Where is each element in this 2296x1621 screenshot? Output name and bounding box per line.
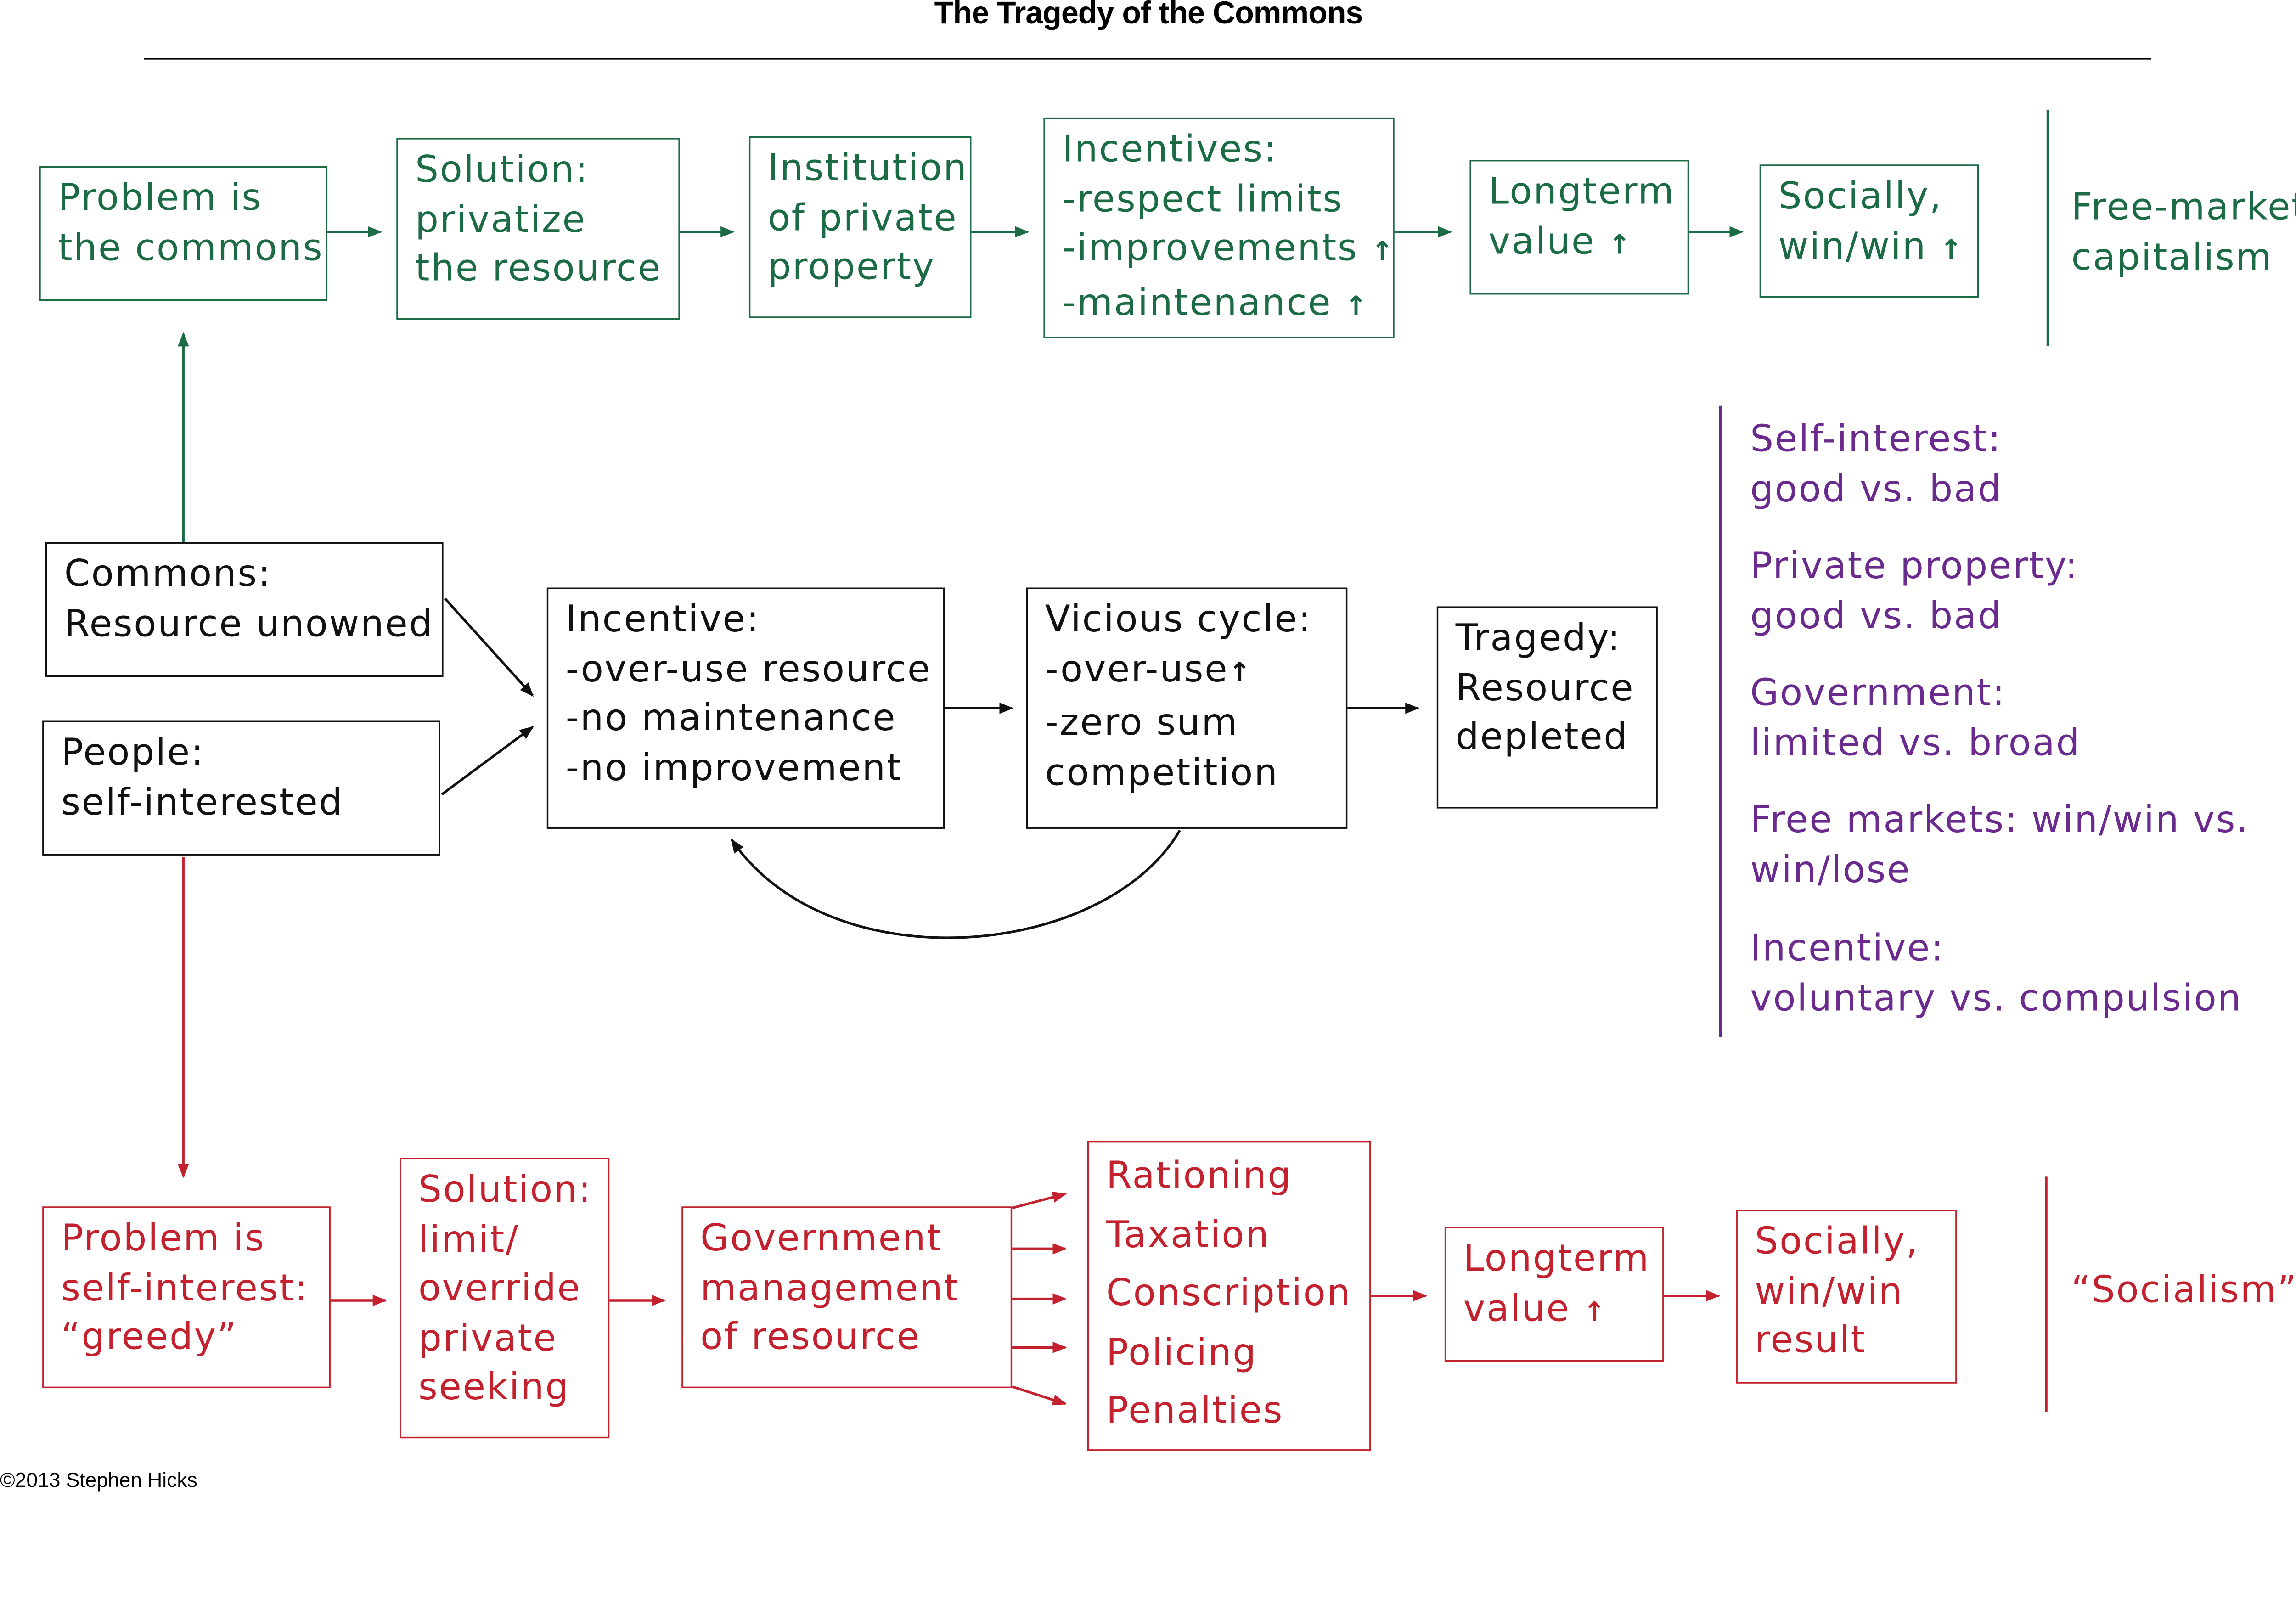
- box-people-self-interested: People:self-interested: [42, 720, 440, 856]
- comparison-private-property: Private property:good vs. bad: [1750, 543, 2079, 637]
- box-commons-unowned: Commons:Resource unowned: [45, 542, 444, 677]
- comparison-government: Government:limited vs. broad: [1750, 670, 2081, 764]
- copyright-notice: ©2013 Stephen Hicks: [0, 1468, 197, 1492]
- title-rule: [144, 58, 2151, 60]
- box-vicious-cycle: Vicious cycle: -over-use↑ -zero sum comp…: [1026, 587, 1348, 829]
- comparison-free-markets: Free markets: win/win vs.win/lose: [1750, 797, 2250, 891]
- arrow-people-to-incentive: [441, 726, 534, 796]
- bottom-row-arrows: [177, 857, 2048, 1412]
- box-socially-win-win-green: Socially, win/win ↑: [1759, 164, 1979, 298]
- box-incentive-overuse: Incentive:-over-use resource-no maintena…: [546, 587, 945, 829]
- comparison-incentive: Incentive:voluntary vs. compulsion: [1750, 926, 2242, 1019]
- up-arrow-icon: ↑: [1371, 236, 1394, 268]
- box-incentives-private: Incentives: -respect limits -improvement…: [1043, 117, 1395, 338]
- page-title: The Tragedy of the Commons: [934, 0, 1363, 32]
- arrow-vicious-cycle-loop: [731, 829, 1181, 939]
- box-longterm-value-green: Longterm value ↑: [1469, 160, 1689, 295]
- arrow-to-penalties: [1012, 1385, 1067, 1406]
- middle-row-arrows: [441, 597, 1419, 939]
- label-socialism: “Socialism”: [2071, 1267, 2296, 1311]
- up-arrow-icon: ↑: [1345, 290, 1367, 322]
- up-arrow-icon: ↑: [1608, 229, 1631, 261]
- up-arrow-icon: ↑: [1228, 657, 1251, 689]
- up-arrow-icon: ↑: [1940, 234, 1962, 266]
- up-arrow-icon: ↑: [1583, 1296, 1606, 1328]
- top-row-arrows: [177, 109, 2049, 542]
- comparison-self-interest: Self-interest:good vs. bad: [1750, 417, 2003, 510]
- arrow-commons-to-incentive: [444, 597, 534, 697]
- arrow-to-rationing: [1012, 1192, 1067, 1210]
- box-longterm-value-red: Longterm value ↑: [1444, 1227, 1664, 1362]
